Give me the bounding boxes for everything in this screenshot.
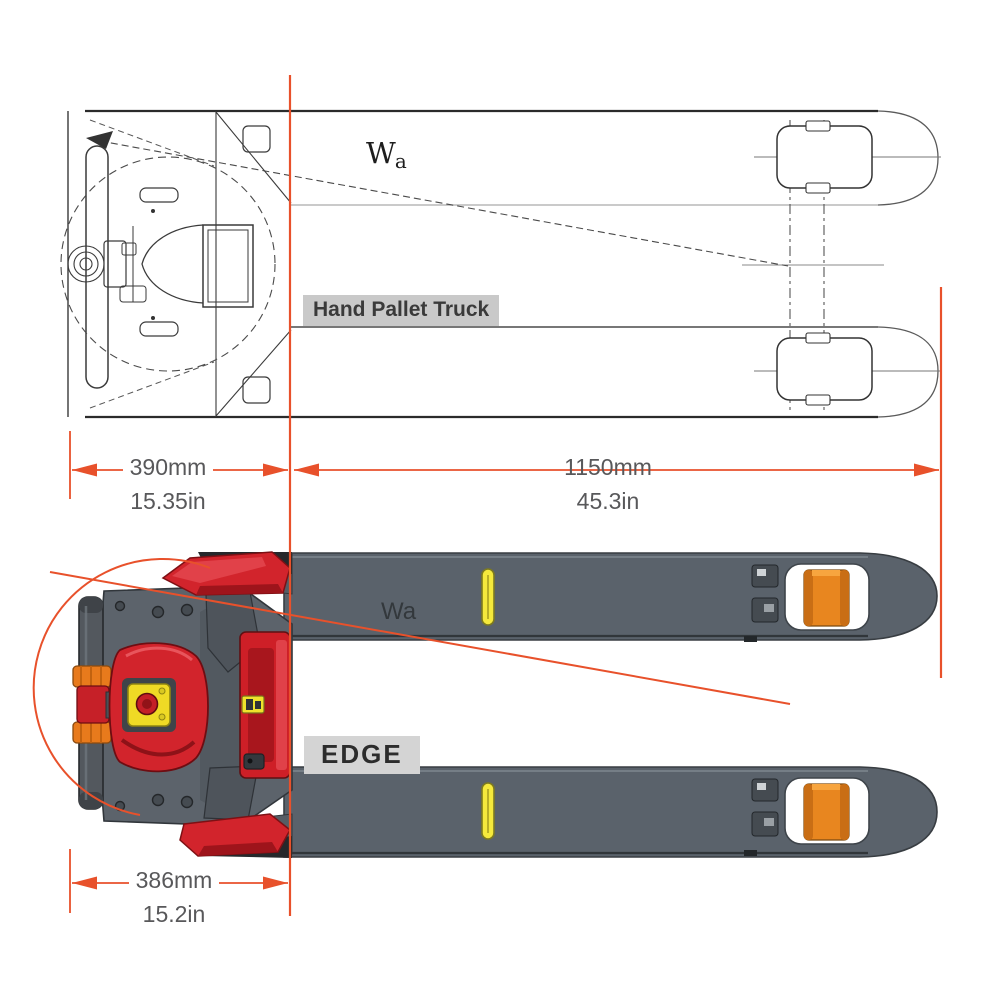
linkage-detail <box>764 604 774 612</box>
head-chamfer-lower <box>215 329 292 417</box>
fork-tip-upper <box>877 110 939 206</box>
head-dashed-lower <box>89 361 215 409</box>
arrow-right <box>263 876 288 890</box>
turning-radius-arc <box>32 558 211 816</box>
chassis-bolt <box>180 603 194 617</box>
sticker-mark <box>255 701 261 709</box>
turning-circle-dashed <box>60 156 276 372</box>
render-head-unit <box>72 551 293 858</box>
socket-pin <box>247 758 253 764</box>
ring-ribs <box>80 666 102 743</box>
load-roller-lower <box>776 337 873 401</box>
emergency-button-center <box>142 699 152 709</box>
wa-main: W <box>366 136 396 170</box>
chassis-bolt <box>151 793 165 807</box>
bumper-lower-shade <box>198 842 278 856</box>
plate-screw <box>158 713 166 721</box>
wa-label-bottom: Wa <box>381 598 417 625</box>
model-label-edge: EDGE <box>304 736 420 774</box>
sticker-mark <box>246 699 253 710</box>
roller-notch <box>805 332 831 344</box>
dim-386-metric: 386mm <box>128 867 220 893</box>
dimension-arrows <box>72 463 939 890</box>
dim-1150-metric: 1150mm <box>564 454 652 480</box>
roller-notch <box>805 394 831 406</box>
wa-label-top: Wa <box>366 136 408 173</box>
tiller-hub-red <box>76 685 110 724</box>
dimension-386: 386mm 15.2in <box>104 863 244 931</box>
linkage-detail <box>757 783 766 790</box>
roller-notch <box>805 182 831 194</box>
dim-390-metric: 390mm <box>122 454 214 480</box>
wa-sub: a <box>394 149 407 173</box>
arrow-left <box>72 876 97 890</box>
chassis-bolt <box>180 795 194 809</box>
dim-390-imperial: 15.35in <box>130 488 206 514</box>
pump-opening <box>202 224 254 308</box>
render-fork-lower <box>283 766 938 858</box>
pump-opening-inner <box>207 229 249 303</box>
roller-highlight <box>812 784 840 790</box>
dim-386-imperial: 15.2in <box>142 901 206 927</box>
bottom-view-render <box>72 551 938 858</box>
dimension-390: 390mm 15.35in <box>100 450 236 518</box>
arrow-left <box>72 463 97 477</box>
linkage-block-small <box>121 242 137 256</box>
arrow-right <box>914 463 939 477</box>
cover-edge-highlight <box>276 640 287 770</box>
steer-hub-ring <box>79 257 93 271</box>
head-dashed-upper <box>89 119 215 167</box>
handlebar-cap <box>79 597 103 613</box>
dimension-1150: 1150mm 45.3in <box>540 450 676 518</box>
steer-hub-block <box>103 240 127 288</box>
top-view-title: Hand Pallet Truck <box>303 295 500 326</box>
linkage-detail <box>757 569 766 576</box>
motor-crease-dark <box>120 738 196 757</box>
roller-highlight <box>812 570 840 576</box>
arrow-left <box>294 463 319 477</box>
frame-cutout-upper <box>242 125 271 153</box>
roller-shade <box>804 570 813 626</box>
linkage-block <box>119 285 147 303</box>
wheel-bracket-upper <box>139 187 179 203</box>
fork-tab <box>744 636 757 642</box>
bracket-pin <box>151 209 155 213</box>
steer-hub-ring <box>73 251 99 277</box>
plate-screw <box>158 687 166 695</box>
wa-angle-arrow <box>86 131 113 149</box>
load-roller-upper <box>776 125 873 189</box>
roller-shade <box>840 570 849 626</box>
handlebar-outline <box>85 145 109 389</box>
roller-notch <box>805 120 831 132</box>
render-fork-upper <box>283 552 938 642</box>
head-chamfer-upper <box>215 111 292 204</box>
connector-socket <box>243 753 265 770</box>
bumper-upper-shade <box>196 584 283 595</box>
turning-radius-line <box>49 571 791 705</box>
dim-1150-imperial: 45.3in <box>576 488 640 514</box>
motor-crease-light <box>125 646 193 662</box>
frame-cutout-lower <box>242 376 271 404</box>
roller-shade <box>840 784 849 840</box>
chassis-bolt <box>151 605 165 619</box>
chassis-bolt <box>114 600 126 612</box>
fork-tip-lower <box>877 326 939 418</box>
wa-angle-line <box>99 140 789 267</box>
wheel-bracket-lower <box>139 321 179 337</box>
dimension-annotations <box>32 75 943 916</box>
arrow-right <box>263 463 288 477</box>
top-view-line-drawing <box>60 109 941 419</box>
steer-fork-outline <box>141 224 204 304</box>
fork-tab <box>744 850 757 856</box>
linkage-detail <box>764 818 774 826</box>
roller-shade <box>804 784 813 840</box>
bracket-pin <box>151 316 155 320</box>
